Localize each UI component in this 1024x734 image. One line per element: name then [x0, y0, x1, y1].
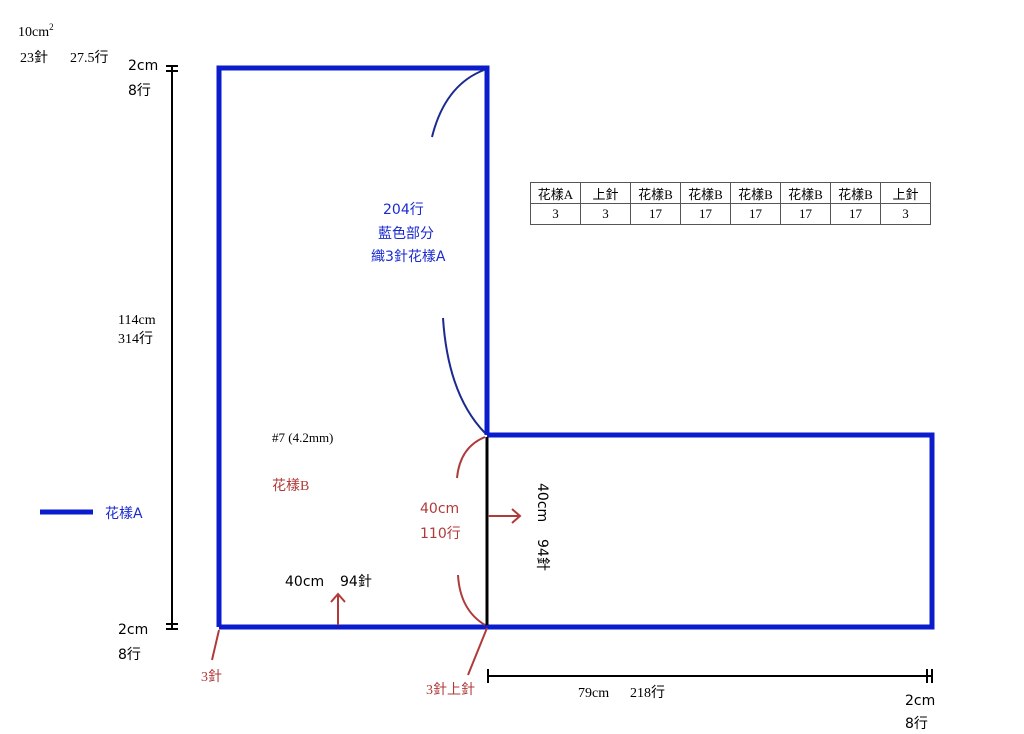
blue-rows-label: 204行: [383, 202, 424, 218]
pattern-b-label: 花樣B: [272, 477, 309, 494]
blue-desc-label: 織3針花樣A: [371, 248, 446, 265]
blue-part-label: 藍色部分: [378, 225, 434, 242]
width-cm-label: 40cm: [285, 574, 324, 590]
table-cell: 17: [680, 203, 731, 225]
length-rows-label: 218行: [630, 685, 665, 701]
length-cm-label: 79cm: [578, 686, 609, 701]
top-rows-label: 8行: [128, 83, 151, 99]
table-header-row: 花樣A 上針 花樣B 花樣B 花樣B 花樣B 花樣B 上針: [530, 182, 931, 204]
table-cell: 3: [530, 203, 581, 225]
table-header: 花樣B: [830, 182, 881, 204]
table-cell: 17: [780, 203, 831, 225]
join-rows-label: 110行: [420, 526, 461, 542]
table-cell: 3: [880, 203, 931, 225]
pattern-outline: [216, 65, 935, 630]
end-cm-label: 2cm: [905, 693, 935, 709]
stitch-table: 花樣A 上針 花樣B 花樣B 花樣B 花樣B 花樣B 上針 3 3 17 17 …: [530, 182, 931, 225]
corner-join-label: 3針上針: [426, 682, 475, 698]
left-ruler: [166, 65, 178, 630]
needle-size: #7 (4.2mm): [272, 430, 333, 445]
width-stitches-label: 94針: [340, 574, 372, 590]
table-header: 上針: [880, 182, 931, 204]
bottom-ruler: [487, 669, 933, 683]
table-cell: 17: [630, 203, 681, 225]
table-row: 3 3 17 17 17 17 17 3: [530, 203, 931, 225]
height-cm-label: 114cm: [118, 313, 156, 328]
blue-brackets: [431, 69, 486, 434]
table-header: 花樣B: [680, 182, 731, 204]
height-rows-label: 314行: [118, 331, 153, 347]
table-cell: 3: [580, 203, 631, 225]
top-cm-label: 2cm: [128, 58, 158, 74]
table-header: 上針: [580, 182, 631, 204]
gauge-area: 10cm2: [18, 22, 54, 40]
bottom-rows-label: 8行: [118, 647, 141, 663]
bottom-cm-label: 2cm: [118, 622, 148, 638]
corner-left-label: 3針: [201, 669, 222, 685]
gauge-stitches: 23針: [20, 50, 48, 66]
table-cell: 17: [830, 203, 881, 225]
end-rows-label: 8行: [905, 716, 928, 732]
table-cell: 17: [730, 203, 781, 225]
rotated-cm-label: 40cm: [534, 483, 550, 522]
legend-label: 花樣A: [105, 505, 143, 522]
join-cm-label: 40cm: [420, 501, 459, 517]
table-header: 花樣B: [730, 182, 781, 204]
rotated-stitches-label: 94針: [534, 539, 550, 571]
table-header: 花樣B: [630, 182, 681, 204]
gauge-rows: 27.5行: [70, 50, 109, 66]
red-marks: [211, 436, 522, 676]
table-header: 花樣B: [780, 182, 831, 204]
table-header: 花樣A: [530, 182, 581, 204]
